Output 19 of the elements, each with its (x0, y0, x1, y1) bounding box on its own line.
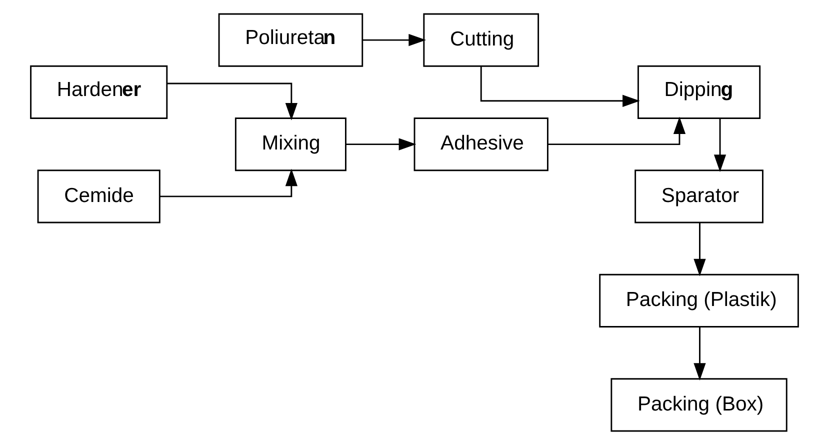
arrow (362, 34, 426, 46)
arrow (160, 168, 298, 198)
node-box: Mixing (234, 118, 346, 172)
node-box: Dipping (637, 65, 761, 119)
node-box: Hardener (30, 65, 168, 119)
arrow (694, 327, 706, 380)
arrow (346, 138, 416, 150)
arrow (480, 66, 640, 107)
node-box: Cutting (423, 13, 540, 67)
node-box: Packing (Box) (610, 378, 788, 432)
arrow (714, 118, 726, 172)
node-box: Poliuretan (218, 13, 364, 67)
arrow (694, 222, 706, 276)
arrow (548, 116, 686, 146)
node-box: Cemide (37, 170, 160, 224)
node-box: Sparator (634, 170, 764, 224)
node-box: Adhesive (414, 118, 548, 172)
arrow (167, 82, 298, 120)
node-box: Packing (Plastik) (599, 274, 799, 328)
